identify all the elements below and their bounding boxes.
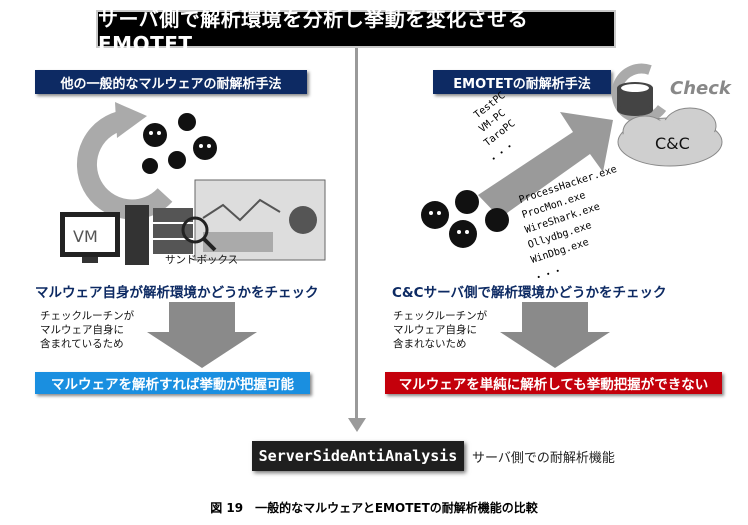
vm-label: VM	[73, 227, 98, 246]
server-side-anti-analysis-box: ServerSideAntiAnalysis	[252, 441, 464, 471]
right-result-bar: マルウェアを単純に解析しても挙動把握ができない	[385, 372, 722, 394]
database-icon	[617, 82, 653, 116]
dashboard-icon	[194, 179, 326, 261]
center-arrow-head	[348, 418, 366, 432]
right-section-heading: EMOTETの耐解析手法	[433, 70, 611, 94]
sandbox-label: サンドボックス	[165, 254, 239, 266]
figure-caption: 図 19 一般的なマルウェアとEMOTETの耐解析機能の比較	[210, 501, 538, 515]
malware-icon	[142, 113, 217, 174]
right-statement: C&Cサーバ側で解析環境かどうかをチェック	[392, 285, 667, 301]
left-down-arrow	[147, 302, 257, 368]
right-down-arrow	[500, 302, 610, 368]
server-rack-icon	[153, 208, 193, 254]
vm-monitor-icon	[60, 205, 149, 265]
title-banner: サーバ側で解析環境を分析し挙動を変化させるEMOTET	[96, 7, 616, 56]
left-illustration: VM	[60, 102, 326, 265]
request-arrow	[478, 112, 613, 218]
cc-label: C&C	[655, 134, 690, 153]
center-divider-arrow	[355, 48, 358, 426]
refresh-arrow-icon	[77, 102, 173, 220]
left-section-heading: 他の一般的なマルウェアの耐解析手法	[35, 70, 307, 94]
left-note: チェックルーチンが マルウェア自身に 含まれているため	[40, 310, 135, 350]
malware-icon	[421, 190, 509, 248]
cloud-icon	[617, 107, 723, 167]
right-note: チェックルーチンが マルウェア自身に 含まれないため	[393, 310, 488, 350]
magnifier-icon	[181, 216, 217, 252]
server-side-anti-analysis-caption: サーバ側での耐解析機能	[472, 451, 615, 466]
left-statement: マルウェア自身が解析環境かどうかをチェック	[35, 285, 319, 301]
cc-server-graphic	[611, 63, 723, 167]
malware-cluster	[421, 190, 509, 248]
left-result-bar: マルウェアを解析すれば挙動が把握可能	[35, 372, 310, 394]
check-label: Check	[670, 78, 731, 99]
